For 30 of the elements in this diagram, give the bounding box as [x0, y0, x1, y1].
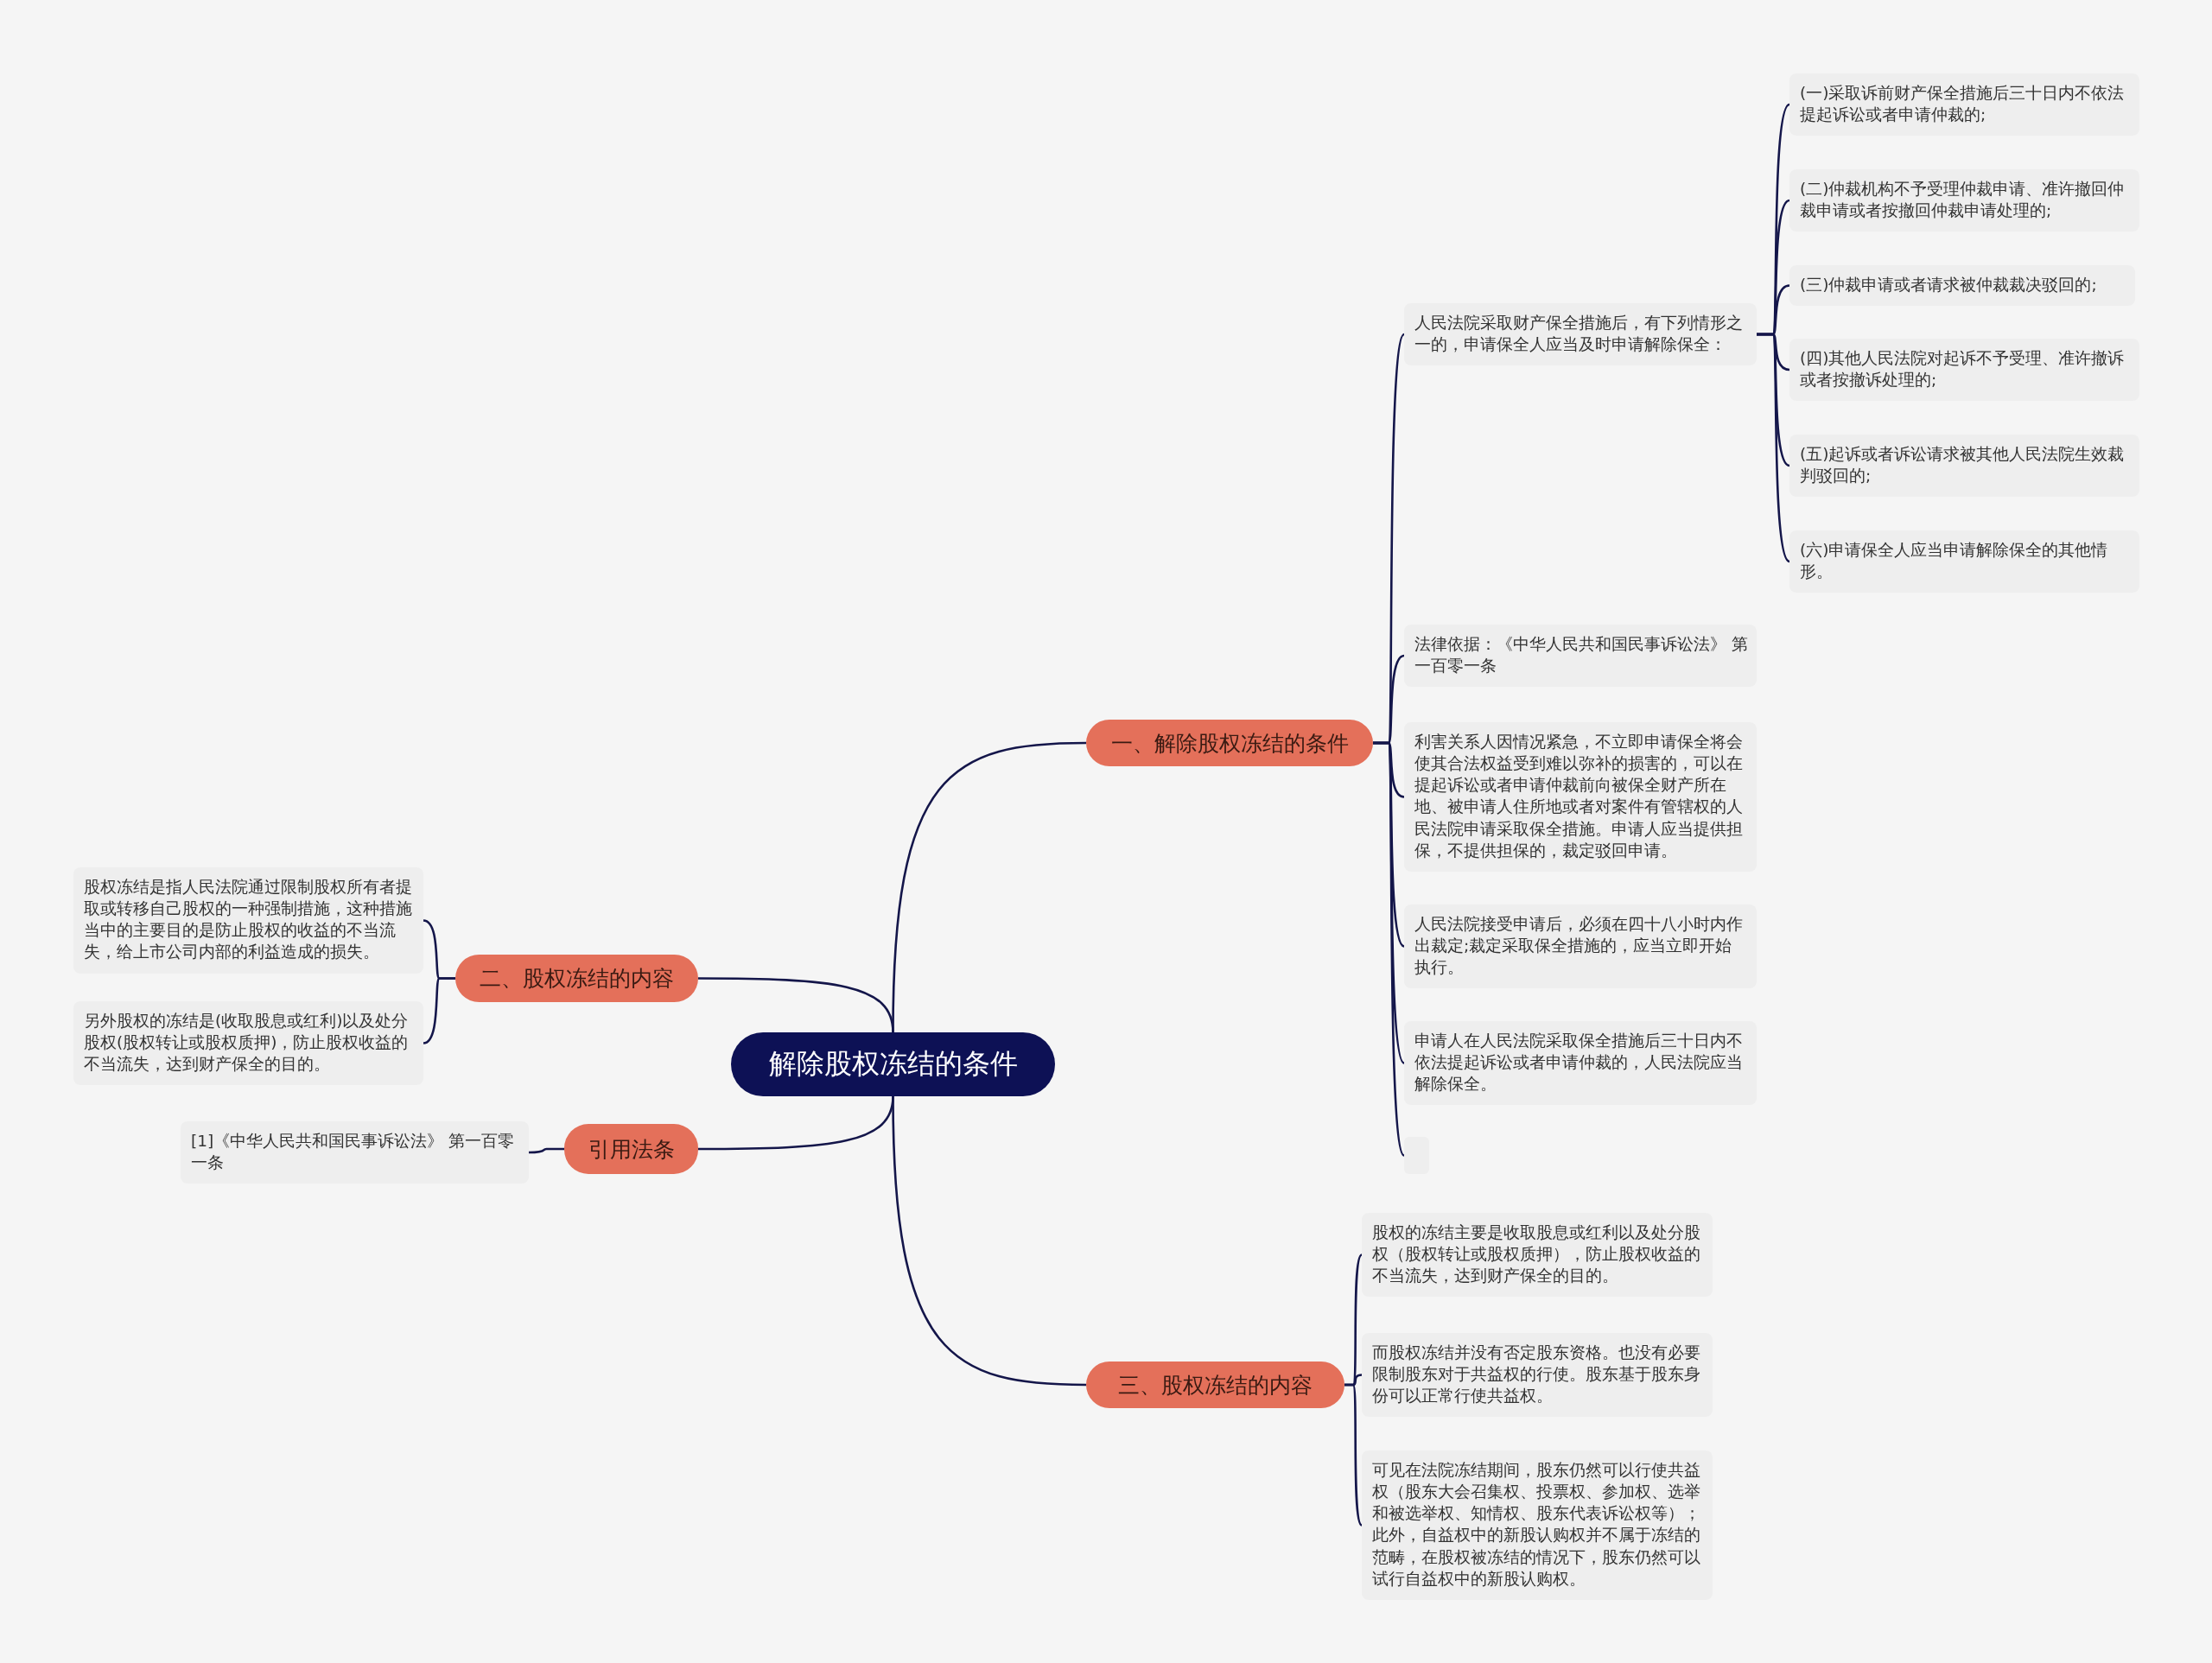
note-box: 利害关系人因情况紧急，不立即申请保全将会使其合法权益受到难以弥补的损害的，可以在提起诉讼或者申请仲裁前向被保全财产所在地、被申请人住所地或者对案件有管辖权的人民法院申请采取保全措施。申请人应当提供担保，不提供担保的，裁定驳回申请。: [1404, 722, 1757, 872]
connector-line: [528, 1147, 564, 1154]
branch-topic: 一、解除股权冻结的条件: [1086, 720, 1373, 766]
note-box: 而股权冻结并没有否定股东资格。也没有必要限制股东对于共益权的行使。股东基于股东身份可以正常行使共益权。: [1362, 1333, 1713, 1418]
branch-topic: 二、股权冻结的内容: [455, 955, 698, 1002]
connector-line: [1757, 333, 1790, 562]
note-box: (四)其他人民法院对起诉不予受理、准许撤诉或者按撤诉处理的;: [1789, 339, 2139, 402]
connector-line: [698, 977, 894, 1033]
connector-line: [892, 1095, 1087, 1387]
note-box: (六)申请保全人应当申请解除保全的其他情形。: [1789, 530, 2139, 593]
branch-topic: 引用法条: [564, 1124, 698, 1174]
note-box: 人民法院接受申请后，必须在四十八小时内作出裁定;裁定采取保全措施的，应当立即开始执行。: [1404, 904, 1757, 989]
note-box: 人民法院采取财产保全措施后，有下列情形之一的，申请保全人应当及时申请解除保全：: [1404, 303, 1757, 366]
connector-line: [423, 977, 455, 1044]
note-box: [1]《中华人民共和国民事诉讼法》 第一百零一条: [181, 1121, 529, 1184]
connector-line: [1344, 1383, 1363, 1527]
connector-line: [1373, 741, 1406, 1157]
note-box: 股权的冻结主要是收取股息或红利以及处分股权（股权转让或股权质押），防止股权收益的不当流失，达到财产保全的目的。: [1362, 1213, 1713, 1298]
central-topic: 解除股权冻结的条件: [731, 1032, 1055, 1096]
note-box: 法律依据：《中华人民共和国民事诉讼法》 第一百零一条: [1404, 625, 1757, 688]
note-box: (五)起诉或者诉讼请求被其他人民法院生效裁判驳回的;: [1789, 435, 2139, 498]
branch-topic: 三、股权冻结的内容: [1086, 1362, 1344, 1408]
note-box: 股权冻结是指人民法院通过限制股权所有者提取或转移自己股权的一种强制措施，这种措施当中的主要目的是防止股权的收益的不当流失，给上市公司内部的利益造成的损失。: [73, 867, 423, 974]
note-box: (一)采取诉前财产保全措施后三十日内不依法提起诉讼或者申请仲裁的;: [1789, 73, 2139, 136]
note-box: 另外股权的冻结是(收取股息或红利)以及处分股权(股权转让或股权质押)，防止股权收益的不当流失，达到财产保全的目的。: [73, 1001, 423, 1086]
note-box: (三)仲裁申请或者请求被仲裁裁决驳回的;: [1789, 265, 2135, 307]
note-box: 可见在法院冻结期间，股东仍然可以行使共益权（股东大会召集权、投票权、参加权、选举和被选举权、知情权、股东代表诉讼权等）；此外，自益权中的新股认购权并不属于冻结的范畴，在股权被冻结的情况下，股东仍然可以试行自益权中的新股认购权。: [1362, 1450, 1713, 1600]
note-box: (二)仲裁机构不予受理仲裁申请、准许撤回仲裁申请或者按撤回仲裁申请处理的;: [1789, 169, 2139, 232]
empty-box: [1404, 1137, 1429, 1174]
note-box: 申请人在人民法院采取保全措施后三十日内不依法提起诉讼或者申请仲裁的，人民法院应当解除保全。: [1404, 1021, 1757, 1106]
